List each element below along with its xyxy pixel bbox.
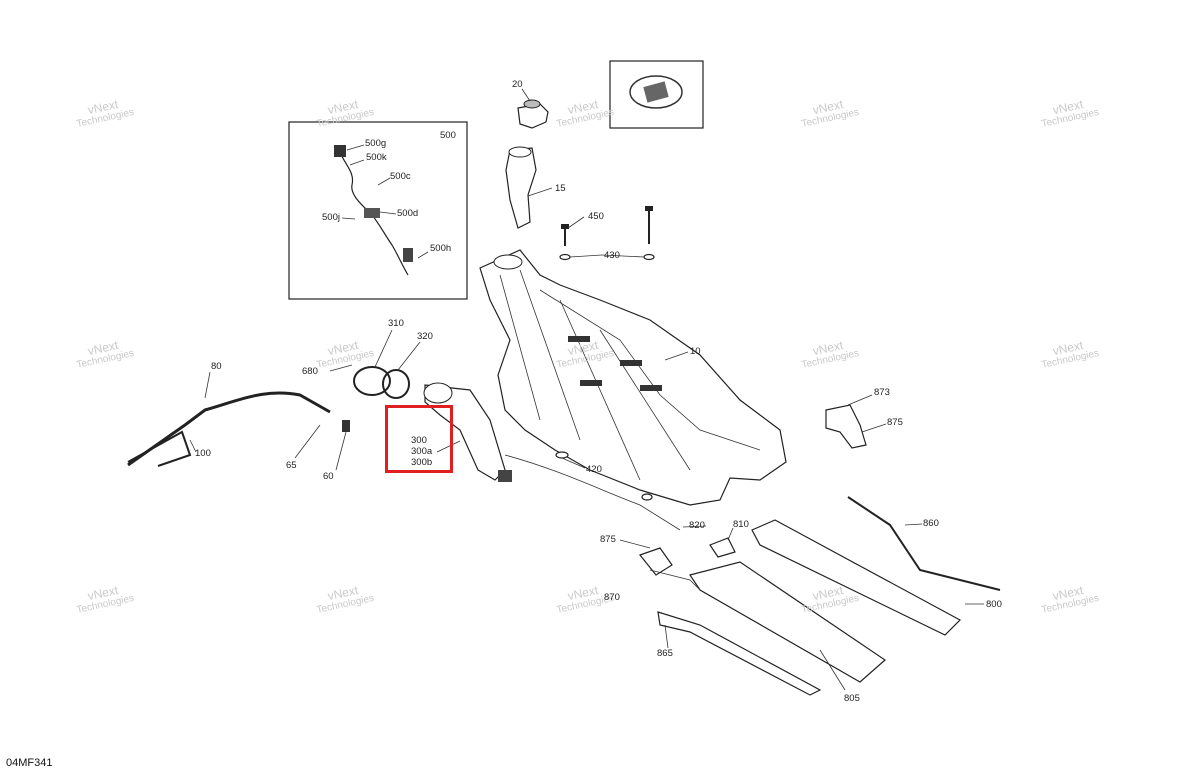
part-label-875: 875	[887, 417, 903, 428]
part-label-860: 860	[923, 518, 939, 529]
part-label-865: 865	[657, 648, 673, 659]
part-label-310: 310	[388, 318, 404, 329]
gasket-310	[353, 366, 391, 396]
part-label-500h: 500h	[430, 243, 452, 254]
part-label-873: 873	[874, 387, 890, 398]
gasket-320	[382, 369, 410, 399]
part-label-15: 15	[555, 183, 566, 194]
hose-80	[127, 391, 331, 467]
part-label-870: 870	[604, 592, 620, 603]
part-label-875-lower: 875	[600, 534, 616, 545]
bracket-873	[825, 404, 867, 449]
highlight-label-300: 300	[411, 435, 427, 446]
part-label-500d: 500d	[397, 208, 419, 219]
part-label-80: 80	[211, 361, 222, 372]
inset-connector-mid	[364, 208, 380, 218]
part-label-810: 810	[733, 519, 749, 530]
inset-connector-top	[334, 145, 346, 157]
part-label-60: 60	[323, 471, 334, 482]
part-label-430: 430	[604, 250, 620, 261]
skid-plate-800	[751, 519, 961, 636]
highlight-label-300b: 300b	[411, 457, 433, 468]
part-label-805: 805	[844, 693, 860, 704]
part-label-680: 680	[302, 366, 318, 377]
part-label-500g: 500g	[365, 138, 387, 149]
filler-neck	[505, 146, 537, 229]
part-label-65: 65	[286, 460, 297, 471]
part-label-800: 800	[986, 599, 1002, 610]
fuel-tank	[479, 249, 787, 506]
part-label-10: 10	[690, 346, 701, 357]
inset-box	[288, 121, 468, 300]
part-label-500c: 500c	[390, 171, 411, 182]
part-label-420: 420	[586, 464, 602, 475]
part-label-450: 450	[588, 211, 604, 222]
cap-detail-box	[609, 60, 704, 129]
fuel-pump	[423, 382, 512, 482]
inset-label: 500	[440, 130, 456, 141]
fuel-cap	[517, 99, 549, 129]
part-label-500k: 500k	[366, 152, 387, 163]
part-label-320: 320	[417, 331, 433, 342]
skid-plate-805	[689, 561, 886, 683]
part-label-20: 20	[512, 79, 523, 90]
highlight-box	[385, 405, 453, 473]
inset-fitting-right	[403, 248, 413, 262]
part-label-100: 100	[195, 448, 211, 459]
diagram-code: 04MF341	[6, 757, 53, 769]
bracket-865	[657, 611, 822, 696]
hose-100	[127, 430, 192, 467]
part-label-500j: 500j	[322, 212, 340, 223]
highlight-label-300a: 300a	[411, 446, 433, 457]
bracket-875	[639, 547, 673, 576]
part-label-820: 820	[689, 520, 705, 531]
clip-810	[709, 537, 736, 558]
strap-860	[847, 496, 1001, 591]
bracket-870	[649, 569, 701, 591]
